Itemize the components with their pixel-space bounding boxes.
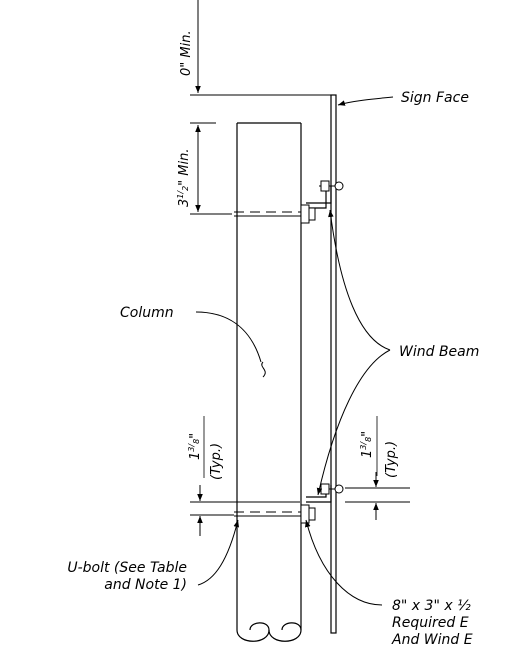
dim-top-clearance-text: 0" Min. [179, 30, 194, 76]
label-sign-face-text: Sign Face [401, 90, 469, 106]
label-ubolt-line2: and Note 1) [104, 577, 187, 593]
dim-top-offset-text: 31/2" Min. [176, 149, 192, 207]
label-angle-line3: And Wind E [391, 632, 473, 648]
label-angle-line2: Required E [392, 615, 469, 631]
dim-bottom-left-typ: (Typ.) [209, 443, 224, 480]
dim-top-clearance: 0" Min. [179, 0, 336, 96]
dim-bottom-right-value: 13/8" [359, 431, 375, 458]
top-wind-beam-assembly [234, 180, 344, 224]
dim-bottom-right-typ: (Typ.) [384, 441, 399, 478]
column-pipe [236, 122, 302, 642]
label-sign-face: Sign Face [337, 90, 469, 106]
label-angle-line1: 8" x 3" x ½ [392, 598, 471, 614]
label-angle: 8" x 3" x ½ Required E And Wind E [305, 519, 473, 648]
dim-bottom-left-value: 13/8" [187, 433, 203, 460]
label-wind-beam: Wind Beam [316, 209, 479, 496]
dim-top-offset: 31/2" Min. [176, 122, 232, 215]
label-column-text: Column [120, 305, 174, 321]
dim-bottom-left: 13/8" (Typ.) [187, 416, 300, 536]
sign-face-plate [330, 94, 337, 634]
label-ubolt: U-bolt (See Table and Note 1) [67, 519, 240, 593]
label-column: Column [120, 305, 262, 363]
dim-bottom-right: 13/8" (Typ.) [345, 416, 410, 520]
label-ubolt-line1: U-bolt (See Table [67, 560, 187, 576]
label-wind-beam-text: Wind Beam [399, 344, 479, 360]
bottom-wind-beam-assembly [234, 483, 344, 524]
